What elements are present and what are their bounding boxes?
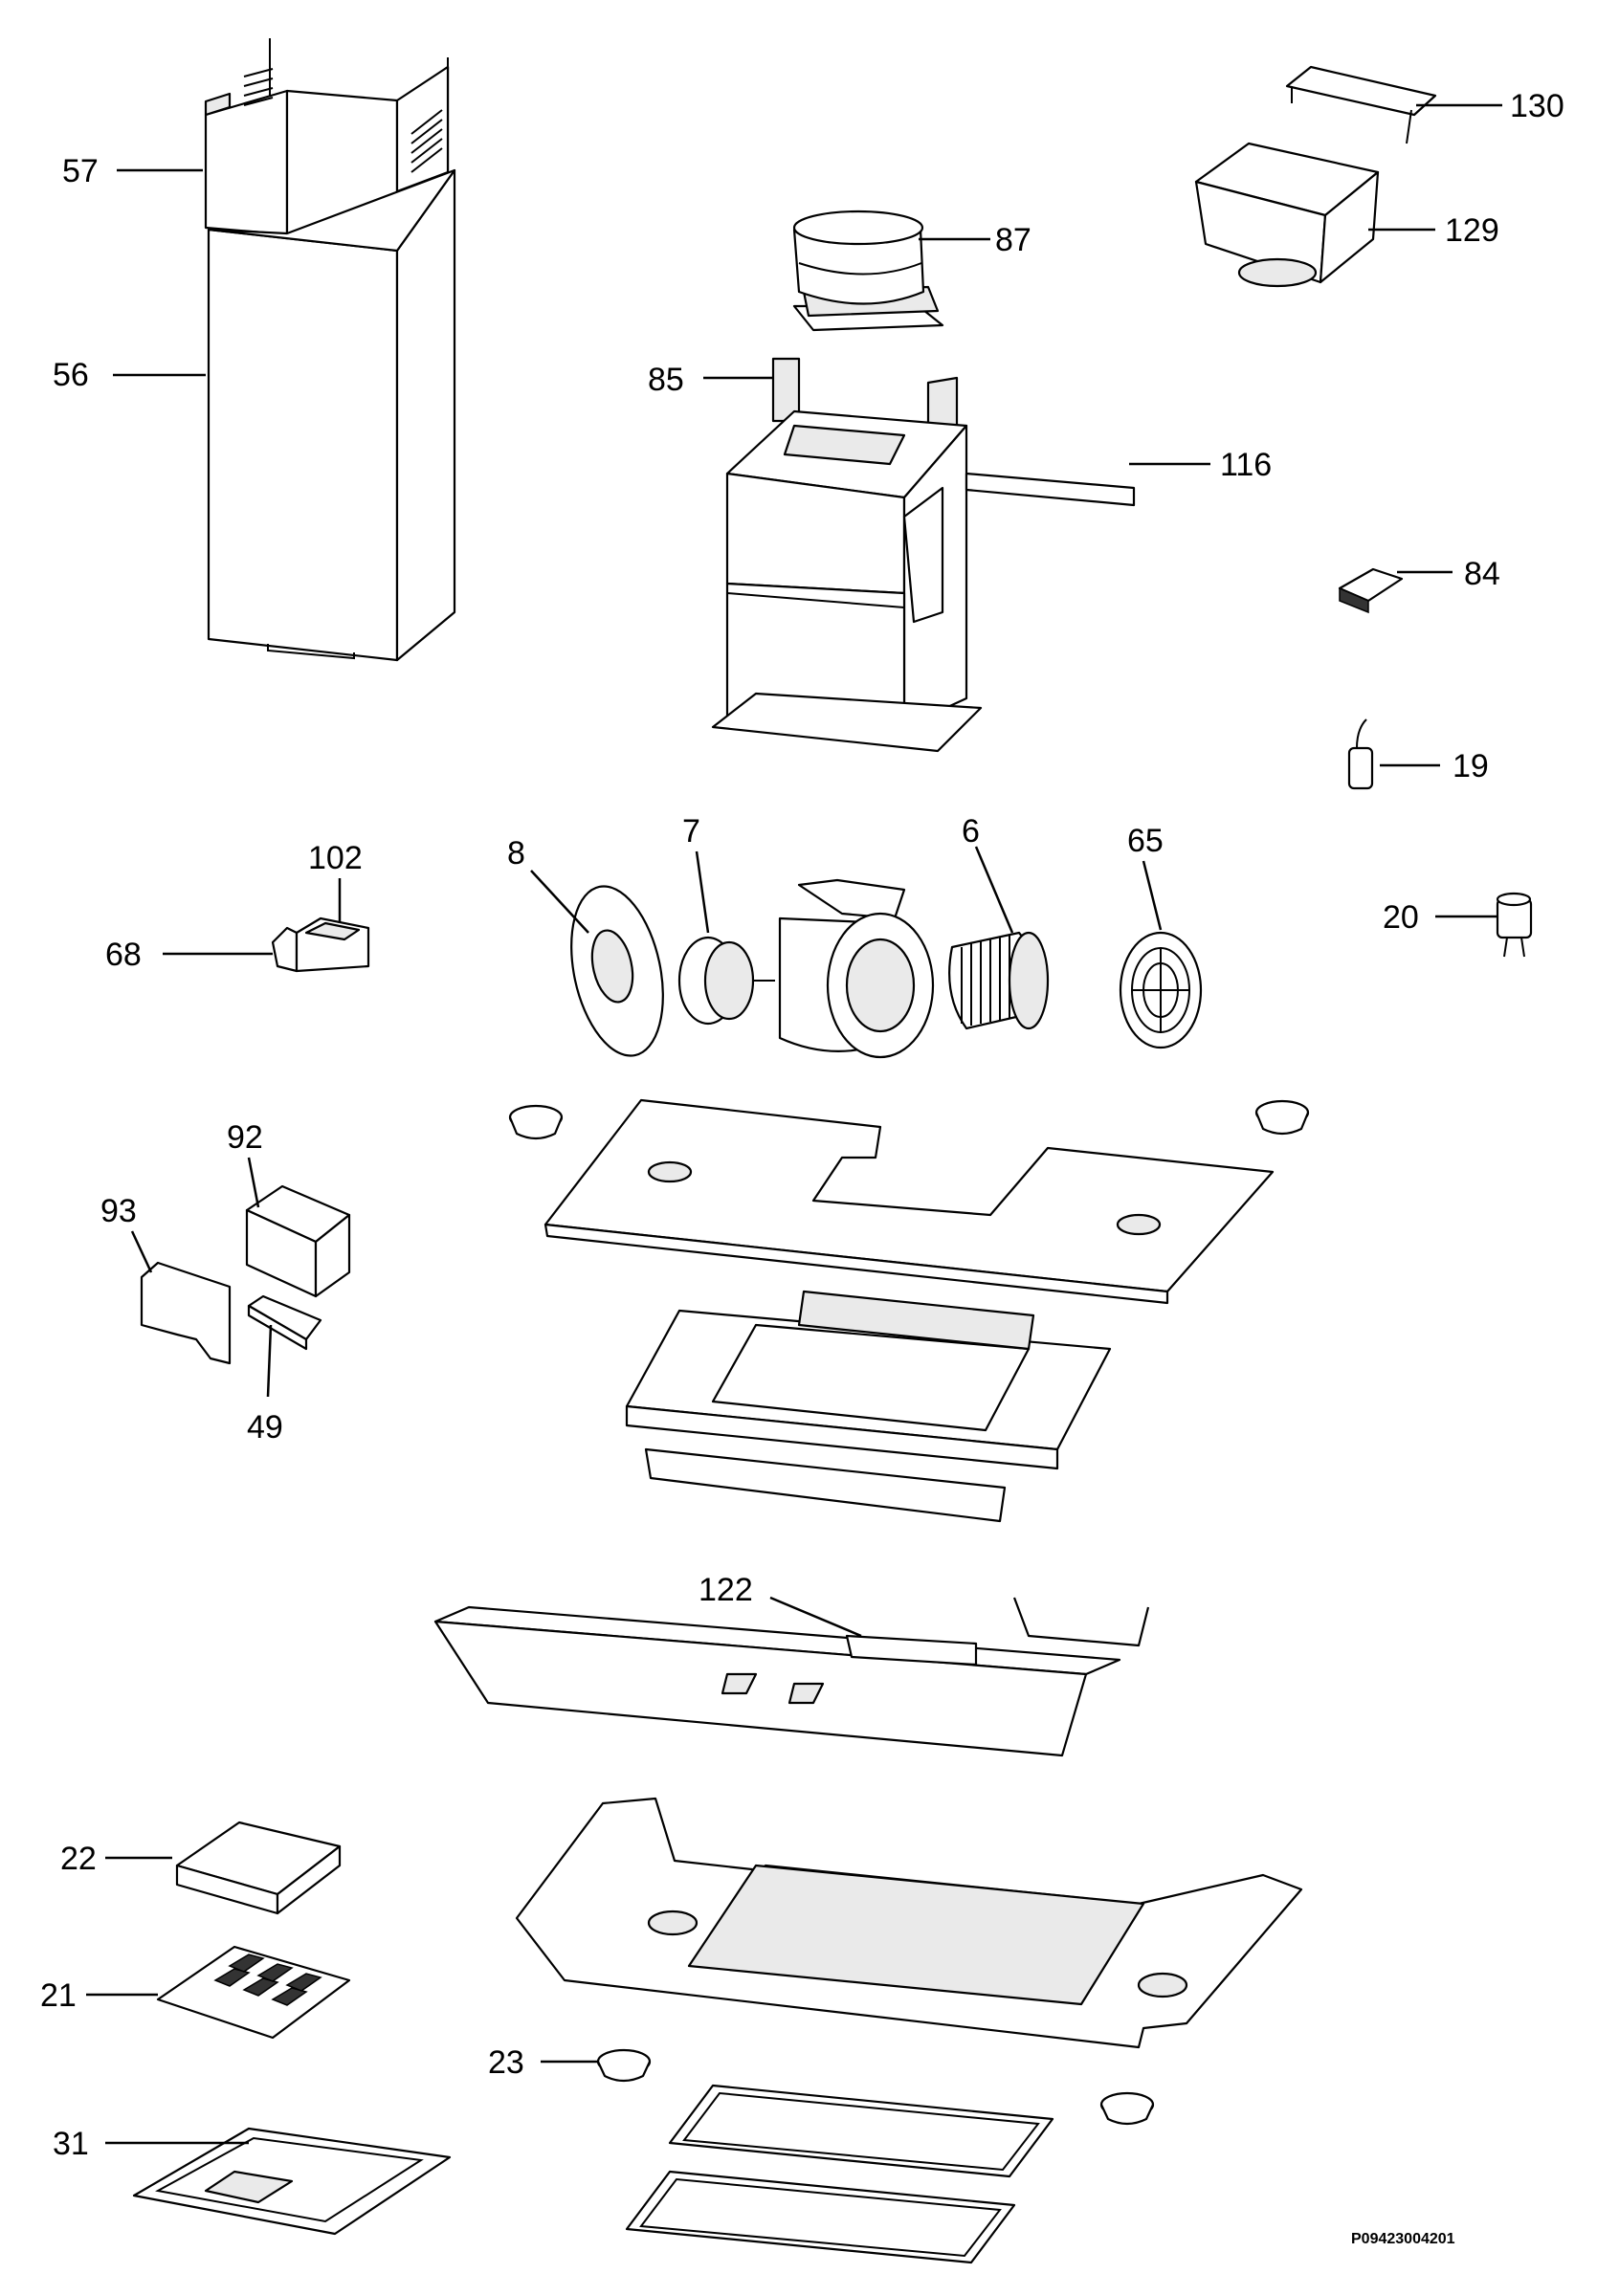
leader-8 bbox=[530, 870, 589, 934]
part-6-impeller bbox=[948, 931, 1050, 1030]
callout-23: 31 bbox=[53, 2126, 89, 2162]
callout-85: 85 bbox=[648, 362, 684, 398]
callout-93: 93 bbox=[100, 1193, 137, 1229]
callout-129: 129 bbox=[1445, 212, 1499, 249]
vent-cap-left bbox=[508, 1104, 564, 1140]
part-49-control-board bbox=[247, 1294, 322, 1351]
part-129-reducer bbox=[1194, 142, 1380, 288]
part-87-duct-collar bbox=[792, 210, 944, 332]
motor-housing bbox=[711, 409, 983, 753]
callout-116: 116 bbox=[1220, 447, 1272, 483]
callout-102: 102 bbox=[308, 840, 363, 876]
callout-8: 8 bbox=[507, 835, 525, 872]
callout-6: 6 bbox=[962, 813, 980, 850]
part-7-motor bbox=[677, 936, 775, 1026]
callout-87: 87 bbox=[995, 222, 1031, 258]
callout-22: 22 bbox=[60, 1841, 97, 1877]
hood-bottom-tray bbox=[515, 1797, 1303, 2049]
leader-65 bbox=[1142, 860, 1163, 931]
part-130-bracket bbox=[1285, 65, 1437, 144]
part-21-filter-frame bbox=[156, 1945, 351, 2040]
part-8-motor-plate bbox=[570, 885, 664, 1057]
cap-right-bottom bbox=[1099, 2091, 1155, 2126]
callout-21: 21 bbox=[40, 1977, 77, 2014]
part-23-grease-filter bbox=[132, 2127, 452, 2236]
canopy-panel bbox=[433, 1605, 1121, 1757]
callout-49: 49 bbox=[247, 1409, 283, 1446]
fan-scroll-housing bbox=[778, 878, 935, 1059]
inner-frame bbox=[625, 1290, 1112, 1523]
callout-57: 57 bbox=[62, 153, 99, 189]
light-panel-lower bbox=[625, 2170, 1016, 2264]
part-92-electronics-housing bbox=[245, 1184, 351, 1298]
callout-92: 92 bbox=[227, 1119, 263, 1156]
hood-top-panel bbox=[543, 1098, 1275, 1305]
part-57-upper-chimney bbox=[204, 38, 450, 236]
leader-49 bbox=[266, 1324, 273, 1398]
vent-cap-right bbox=[1254, 1099, 1310, 1136]
part-20-capacitor bbox=[1496, 892, 1533, 958]
part-116-rail bbox=[965, 472, 1136, 507]
callout-20: 20 bbox=[1383, 899, 1419, 936]
callout-65: 65 bbox=[1127, 823, 1164, 859]
part-19-capacitor bbox=[1347, 718, 1374, 790]
part-102-box bbox=[295, 916, 370, 973]
part-22-carbon-filter bbox=[175, 1821, 342, 1915]
callout-56: 56 bbox=[53, 357, 89, 393]
callout-7: 7 bbox=[682, 813, 700, 850]
switch-bracket bbox=[1012, 1597, 1150, 1647]
leader-93 bbox=[130, 1230, 153, 1273]
drawing-code: P09423004201 bbox=[1351, 2231, 1455, 2247]
part-122-control-switch bbox=[845, 1634, 978, 1667]
callout-130: 130 bbox=[1510, 88, 1564, 124]
part-65-fan-grille bbox=[1119, 931, 1203, 1049]
callout-122: 122 bbox=[699, 1572, 753, 1608]
callout-31: 23 bbox=[488, 2044, 524, 2081]
leader-6 bbox=[974, 846, 1014, 934]
leader-7 bbox=[695, 850, 710, 934]
part-56-lower-chimney bbox=[207, 168, 456, 662]
part-93-circuit-board bbox=[140, 1261, 232, 1365]
part-68-terminal bbox=[271, 926, 299, 973]
leader-92 bbox=[247, 1157, 260, 1208]
leader-122 bbox=[769, 1596, 862, 1638]
light-panel-upper bbox=[668, 2084, 1054, 2178]
callout-19: 19 bbox=[1453, 748, 1489, 784]
callout-68: 68 bbox=[105, 937, 142, 973]
callout-84: 84 bbox=[1464, 556, 1500, 592]
part-84-ballast bbox=[1338, 567, 1404, 614]
part-31-cap-left bbox=[596, 2048, 652, 2083]
